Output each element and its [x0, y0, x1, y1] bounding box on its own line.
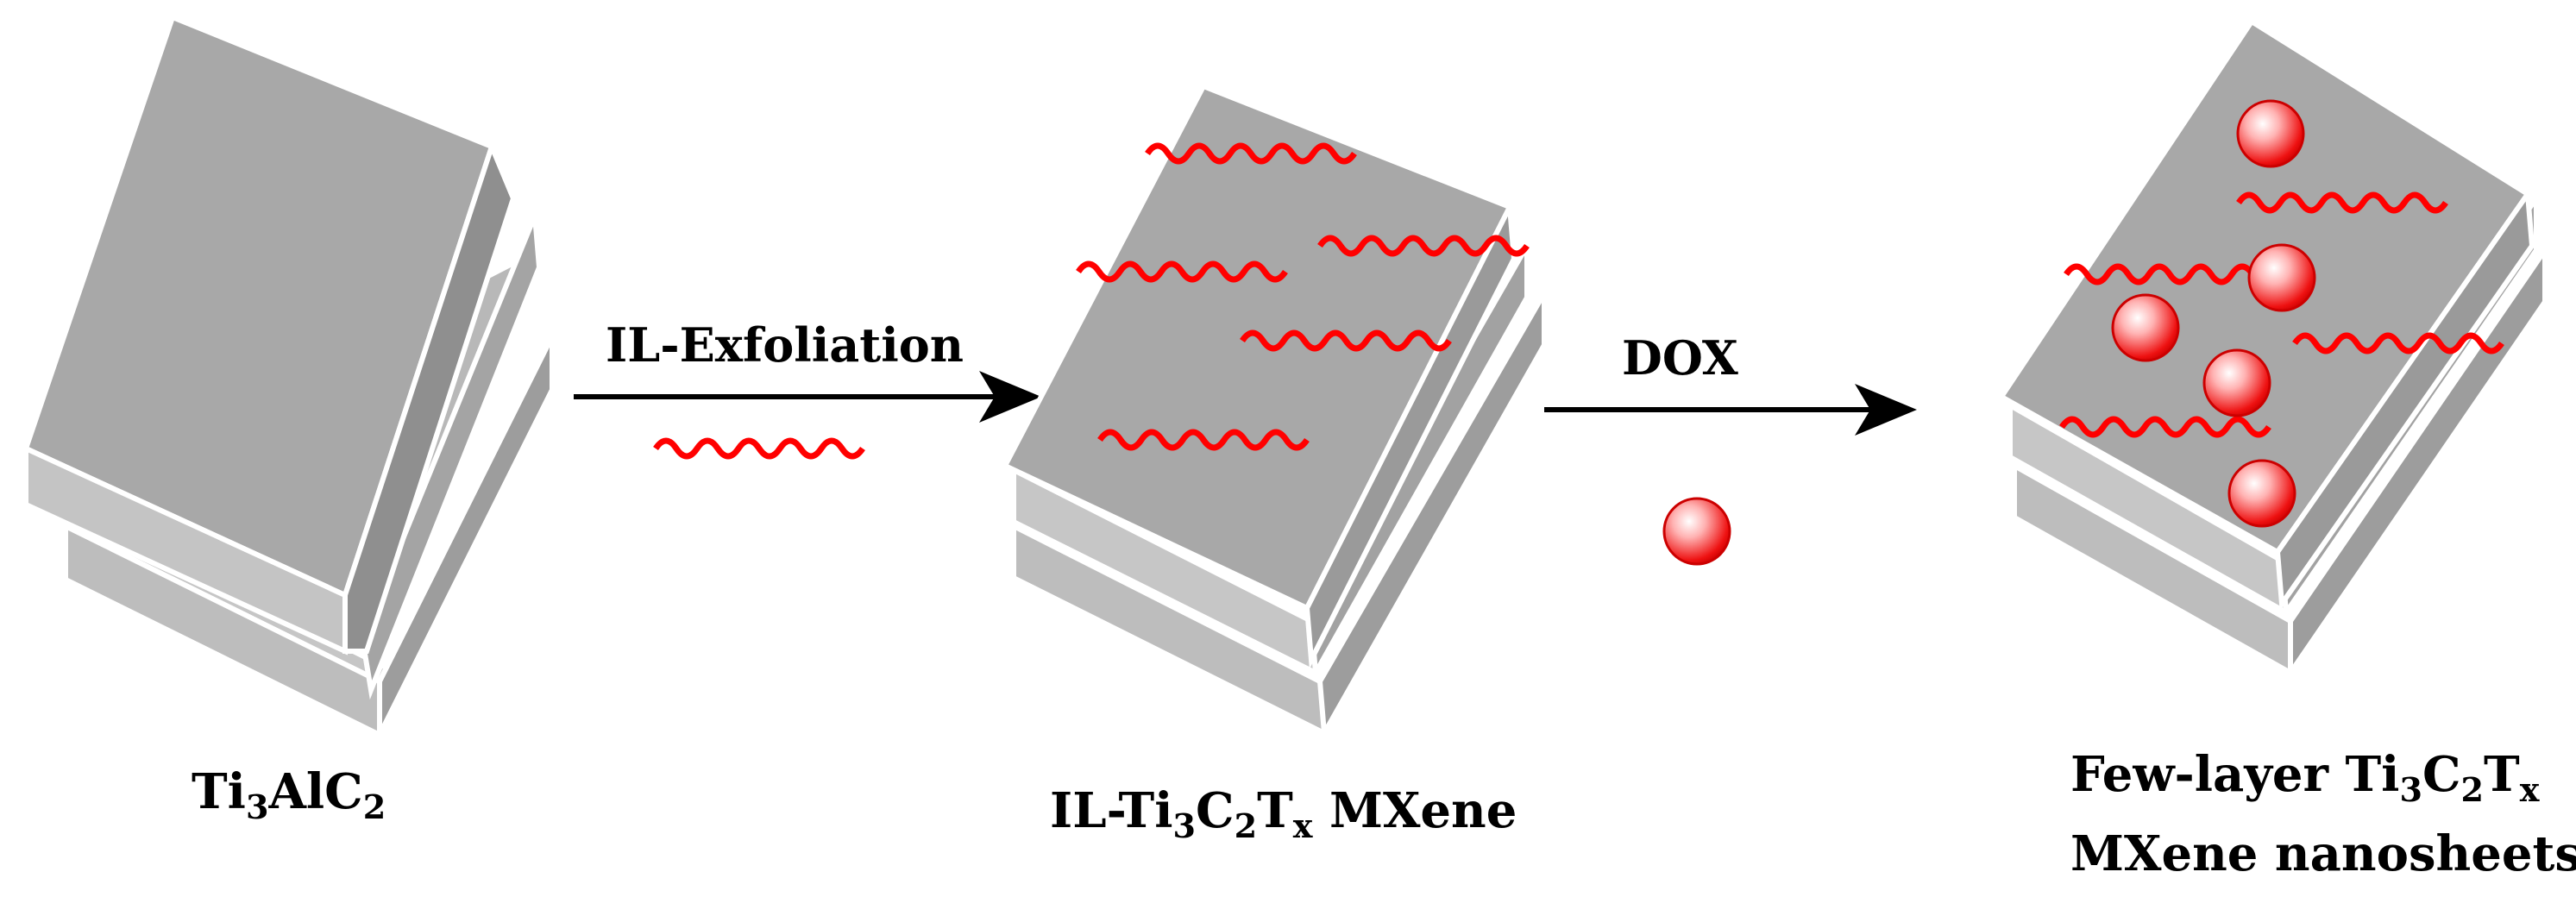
ti3alc2-block: [22, 14, 555, 739]
il-chain: [2059, 416, 2271, 438]
ionic-liquid-chains: [1076, 142, 1530, 451]
middle-layer-side: [359, 214, 543, 700]
ti3alc2-label: Ti3AlC2: [192, 763, 386, 827]
few-layer-mxene-block: [1997, 17, 2548, 681]
il-chain: [1317, 235, 1530, 257]
bottom-layer-side: [377, 335, 555, 737]
exfoliation-arrow-label: IL-Exfoliation: [606, 317, 964, 373]
dox-molecule: [2111, 293, 2180, 362]
il-chain: [1097, 429, 1310, 451]
dox-molecule: [2247, 243, 2316, 312]
top-layer-side: [2274, 186, 2535, 612]
il-chain: [1145, 142, 1357, 165]
ionic-liquid-icon: [653, 437, 865, 460]
il-chain: [2292, 332, 2504, 354]
dox-arrow: [1544, 384, 1917, 566]
il-chain: [2236, 191, 2448, 214]
few-layer-mxene-label-line1: Few-layer Ti3C2Tx: [2070, 746, 2540, 810]
dox-arrow-label: DOX: [1622, 330, 1738, 386]
il-chain: [1240, 329, 1452, 352]
il-mxene-label: IL-Ti3C2Tx MXene: [1050, 782, 1517, 846]
il-chain: [1076, 260, 1288, 283]
dox-molecule: [2227, 459, 2296, 528]
dox-molecule-icon: [1662, 497, 1731, 566]
dox-molecule: [2236, 99, 2305, 168]
top-layer-side: [1304, 198, 1517, 669]
exfoliation-arrow: [574, 371, 1041, 460]
bottom-layer-side: [2288, 242, 2548, 681]
few-layer-mxene-label-line2: MXene nanosheets: [2070, 825, 2576, 882]
bottom-layer-side: [1316, 283, 1547, 742]
dox-molecules: [2111, 99, 2316, 528]
il-mxene-block: [1001, 83, 1547, 742]
dox-molecule: [2202, 348, 2271, 417]
il-chain: [2064, 263, 2276, 285]
ionic-liquid-chains: [2059, 191, 2504, 438]
top-slab-side: [342, 139, 517, 654]
